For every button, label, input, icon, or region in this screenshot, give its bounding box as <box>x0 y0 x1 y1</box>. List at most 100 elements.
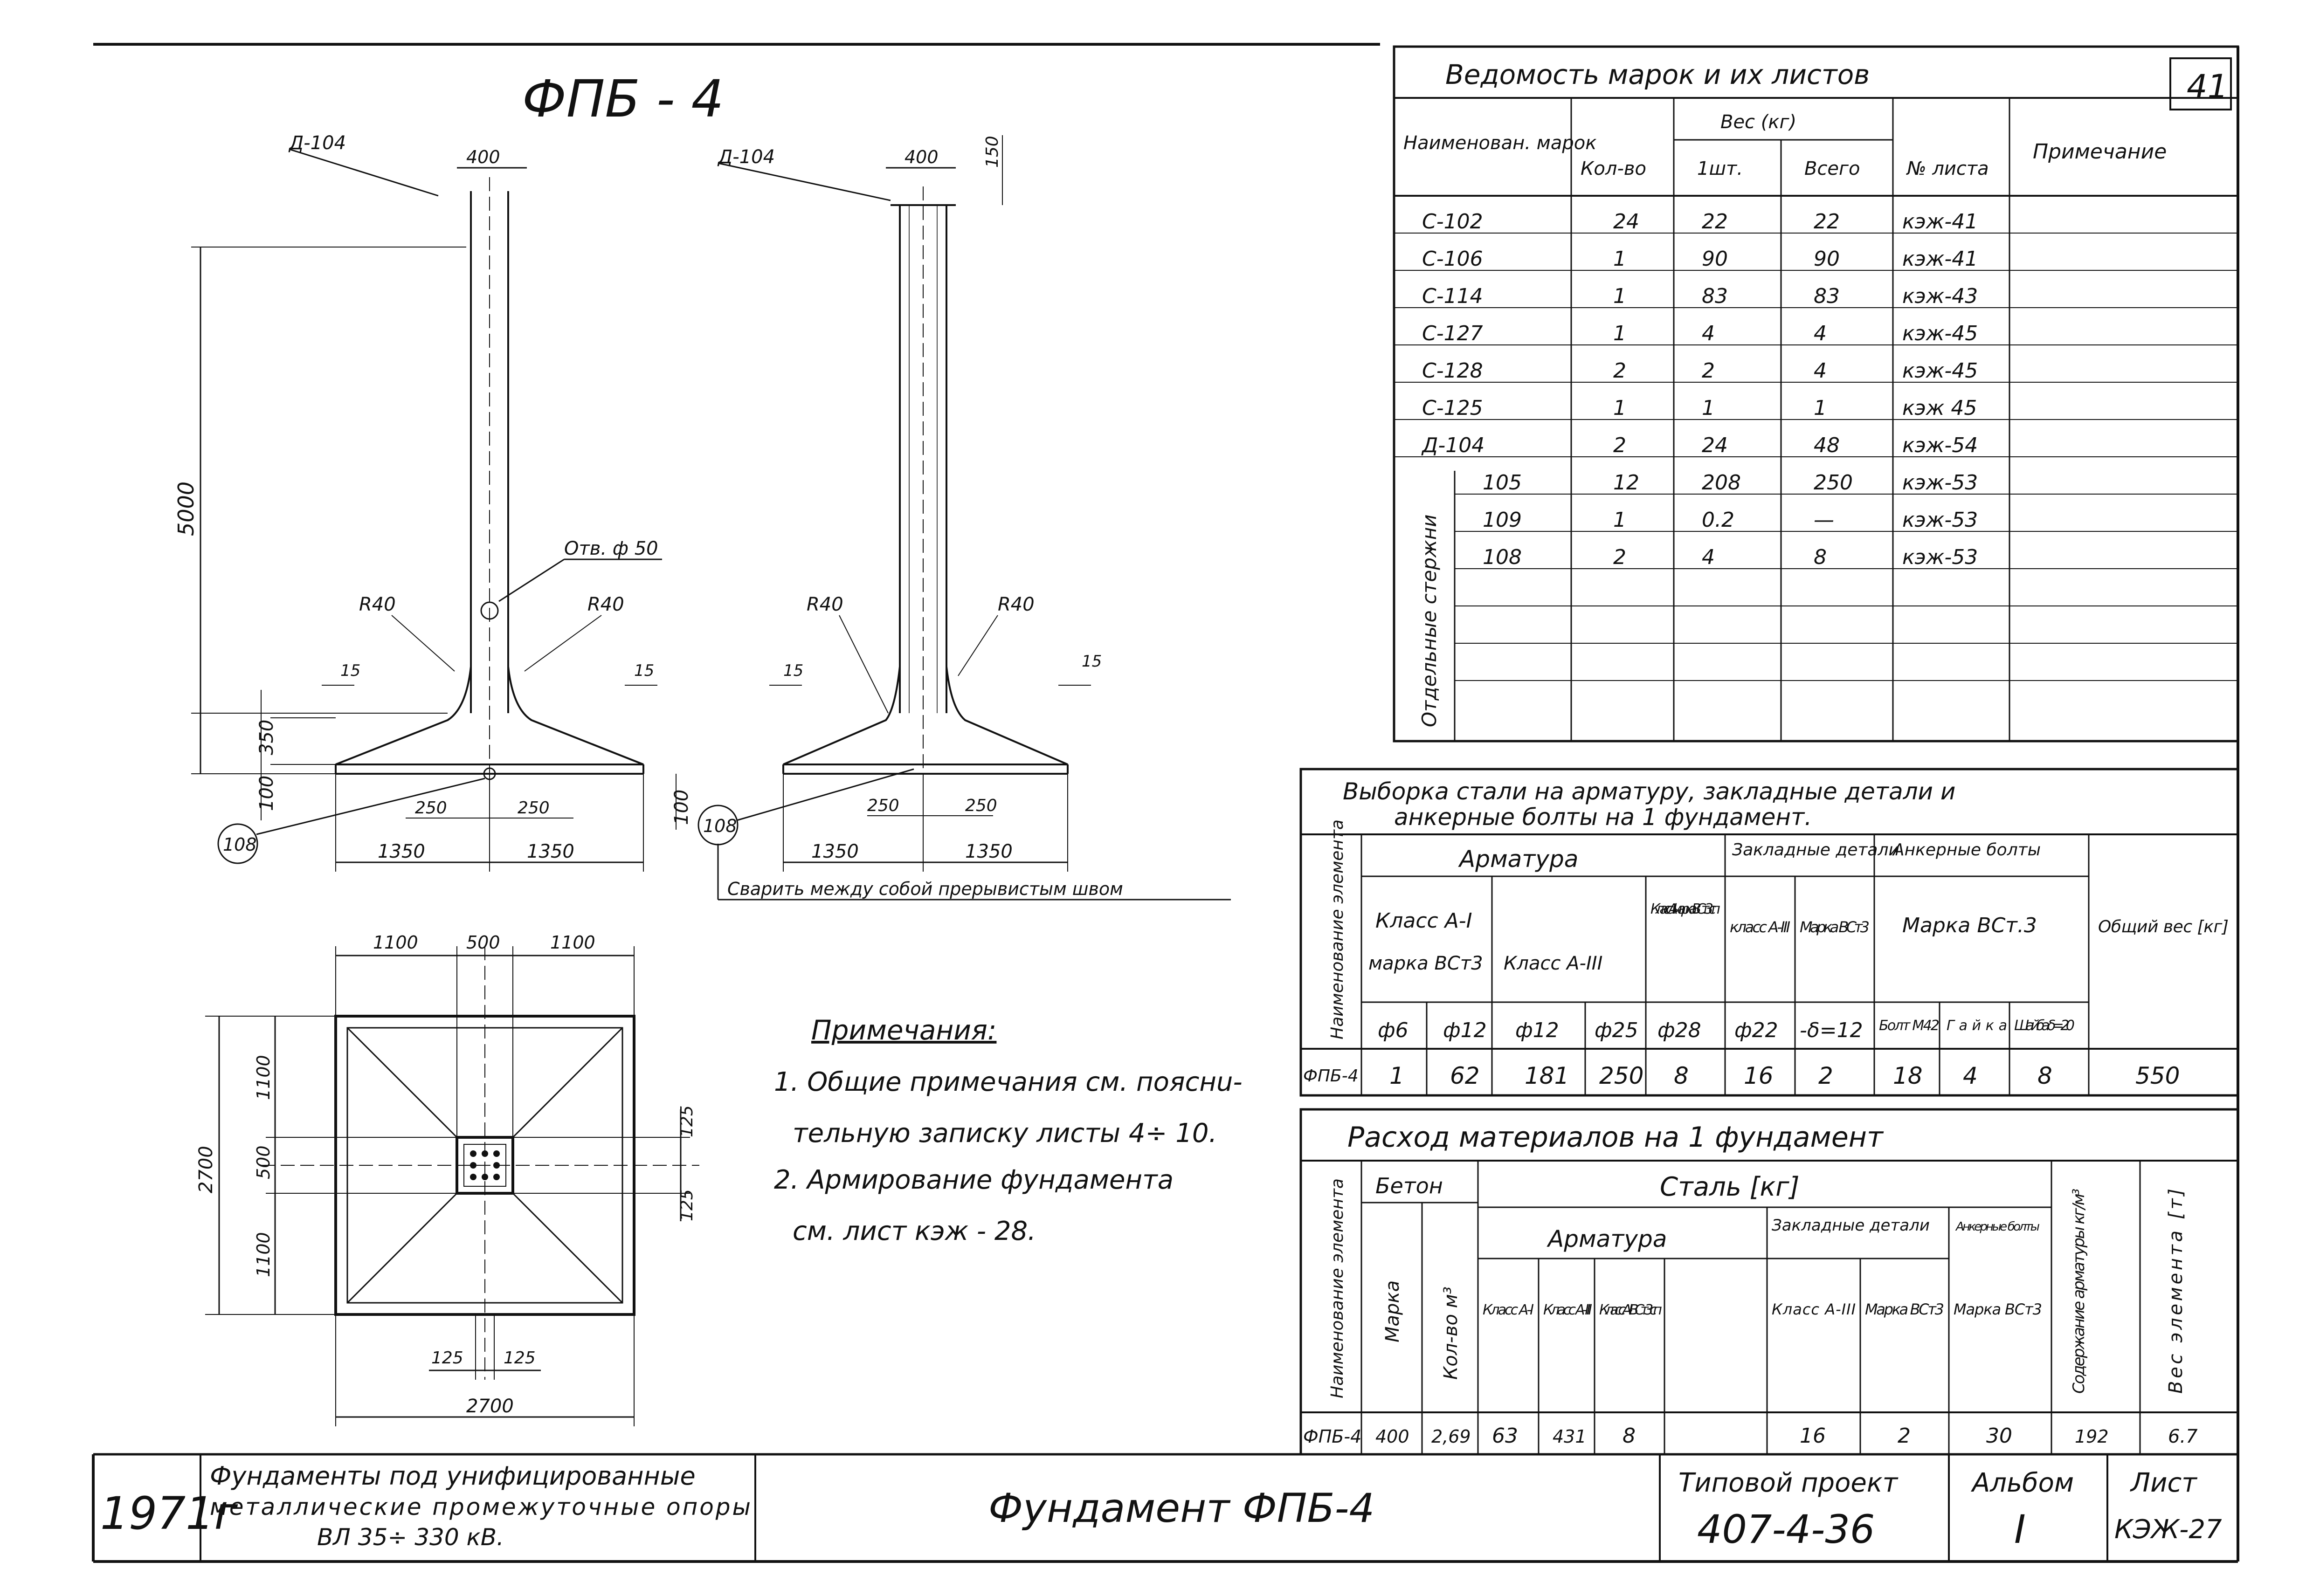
marks-hdr-name: Наименован. марок <box>1403 132 1596 154</box>
dim-1100-v1: 1100 <box>253 1055 274 1100</box>
project-label: Типовой проект <box>1678 1468 1899 1498</box>
dim-250-right-a: 250 <box>867 796 899 815</box>
album-value: I <box>2014 1507 2026 1552</box>
note-1b: тельную записку листы 4÷ 10. <box>793 1118 1217 1149</box>
mat-col-name: Наименование элемента <box>1328 1178 1347 1398</box>
marks-cell-qty: 1 <box>1613 284 1626 308</box>
dim-1100-top-left: 1100 <box>373 932 418 953</box>
marks-cell-w1: 4 <box>1702 545 1715 569</box>
marks-cell-wt: 8 <box>1814 545 1827 569</box>
mat-c-a3: Класс А-III <box>1543 1302 1592 1318</box>
mat-c-emb-marka: Марка ВСт3 <box>1865 1300 1944 1318</box>
steel-dia-header: -δ=12 <box>1800 1018 1863 1042</box>
mat-anchor: Анкерные болты <box>1955 1220 2040 1234</box>
marks-cell-qty: 1 <box>1613 322 1626 345</box>
dim-400-left: 400 <box>466 147 500 167</box>
marks-cell-sheet: кэж-53 <box>1902 508 1978 532</box>
note-1a: 1. Общие примечания см. пояснu- <box>774 1067 1243 1097</box>
mat-embedded: Закладные детали <box>1772 1216 1930 1235</box>
marks-hdr-wt: Всего <box>1804 158 1860 179</box>
notes-title: Примечания: <box>811 1014 996 1046</box>
steel-dia-header: Шайба δ=20 <box>2014 1018 2075 1034</box>
steel-title-2: анкерные болты на 1 фундамент. <box>1394 804 1812 831</box>
marks-cell-wt: 48 <box>1814 433 1840 457</box>
steel-dia-header: ф25 <box>1595 1018 1638 1042</box>
dim-2700-bottom: 2700 <box>466 1396 514 1417</box>
mat-weight: Вес элемента [т] <box>2165 1189 2187 1394</box>
r40-right-2: R40 <box>998 594 1035 615</box>
marks-cell-sheet: кэж-45 <box>1902 359 1978 383</box>
mark-d104-left: Д-104 <box>288 132 346 154</box>
steel-row-value: 8 <box>1674 1062 1689 1089</box>
mat-beton: Бетон <box>1375 1173 1443 1198</box>
mat-marka: Марка <box>1382 1280 1403 1342</box>
note-2b: см. лист кэж - 28. <box>793 1216 1036 1246</box>
note-2a: 2. Армирование фундамента <box>774 1165 1174 1195</box>
mat-steel: Сталь [кг] <box>1660 1172 1800 1202</box>
steel-dia-header: ф28 <box>1657 1018 1701 1042</box>
marks-hdr-sheet: № листа <box>1906 158 1989 179</box>
album-label: Альбом <box>1971 1468 2074 1498</box>
dim-1350-left-a: 1350 <box>378 841 425 862</box>
marks-cell-sheet: кэж-53 <box>1902 471 1978 495</box>
steel-row-value: 62 <box>1450 1062 1480 1089</box>
steel-row-value: 2 <box>1818 1062 1833 1089</box>
dim-125-b1: 125 <box>431 1348 463 1368</box>
marks-cell-sheet: кэж-41 <box>1902 210 1978 234</box>
marks-cell-qty: 1 <box>1613 396 1626 420</box>
title-center: Фундамент ФПБ-4 <box>988 1485 1374 1532</box>
materials-table: Расход материалов на 1 фундамент Наимено… <box>1299 1108 2239 1456</box>
steel-anchor: Анкерные болты <box>1892 840 2041 860</box>
marks-cell-qty: 24 <box>1613 210 1639 234</box>
steel-col-name: Наименование элемента <box>1328 819 1347 1039</box>
steel-row-value: 8 <box>2037 1062 2052 1089</box>
marks-cell-w1: 22 <box>1702 210 1728 234</box>
steel-row-value: 4 <box>1963 1062 1978 1089</box>
steel-dia-header: ф12 <box>1443 1018 1487 1042</box>
marks-cell-sheet: кэж-45 <box>1902 322 1978 345</box>
mat-row-emb-marka: 2 <box>1898 1424 1911 1448</box>
marks-cell-name: С-114 <box>1422 284 1483 308</box>
dim-125-r2: 125 <box>677 1189 697 1221</box>
marks-hdr-w1: 1шт. <box>1697 158 1743 179</box>
marks-cell-name: 108 <box>1483 545 1522 569</box>
steel-class-a1-marka: Класс А-I марка ВСт3сп <box>1650 901 1720 917</box>
steel-dia-header: ф12 <box>1515 1018 1559 1042</box>
marks-cell-wt: 1 <box>1814 396 1827 420</box>
marks-cell-wt: 4 <box>1814 359 1827 383</box>
marks-cell-sheet: кэж-54 <box>1902 433 1978 457</box>
dim-350: 350 <box>256 720 277 755</box>
steel-table: Выборка стали на арматуру, закладные дет… <box>1299 768 2239 1097</box>
dim-1100-v2: 1100 <box>253 1232 274 1277</box>
page-badge-box <box>2169 57 2232 110</box>
dim-2700-left: 2700 <box>195 1146 217 1193</box>
mat-row-weight: 6.7 <box>2168 1426 2198 1447</box>
steel-anchor-marka: Марка ВСт.3 <box>1902 914 2037 937</box>
marks-cell-w1: 24 <box>1702 433 1728 457</box>
plan-view: 1100 500 1100 2700 1100 500 1100 125 125… <box>195 932 699 1426</box>
mat-content: Содержание арматуры кг/м³ <box>2070 1189 2088 1394</box>
dim-500-top: 500 <box>466 932 500 953</box>
mat-row-marka: 400 <box>1375 1426 1409 1447</box>
dim-150: 150 <box>983 136 1002 168</box>
marks-cell-wt: 250 <box>1814 471 1853 495</box>
steel-class-a1: Класс А-I <box>1375 909 1472 933</box>
steel-row-name: ФПБ-4 <box>1303 1066 1359 1086</box>
steel-armatura: Арматура <box>1458 846 1578 873</box>
r40-left-1: R40 <box>359 594 396 615</box>
steel-row-value: 181 <box>1525 1062 1569 1089</box>
title-left-3: ВЛ 35÷ 330 кВ. <box>317 1524 504 1551</box>
project-number: 407-4-36 <box>1697 1507 1875 1552</box>
marks-cell-sheet: кэж 45 <box>1902 396 1977 420</box>
dim-15-right-a: 15 <box>783 661 803 680</box>
dim-400-right: 400 <box>904 147 939 167</box>
marks-cell-name: С-128 <box>1422 359 1483 383</box>
callout-108-left <box>217 823 258 864</box>
marks-cell-w1: 4 <box>1702 322 1715 345</box>
dim-250-right-b: 250 <box>965 796 997 815</box>
r40-right-1: R40 <box>807 594 843 615</box>
title-left-1: Фундаменты под унифицированные <box>210 1461 696 1491</box>
mat-row-emb-a3: 16 <box>1800 1424 1826 1448</box>
marks-table-title: Ведомость марок и их листов <box>1445 59 1870 90</box>
marks-cell-w1: 83 <box>1702 284 1728 308</box>
